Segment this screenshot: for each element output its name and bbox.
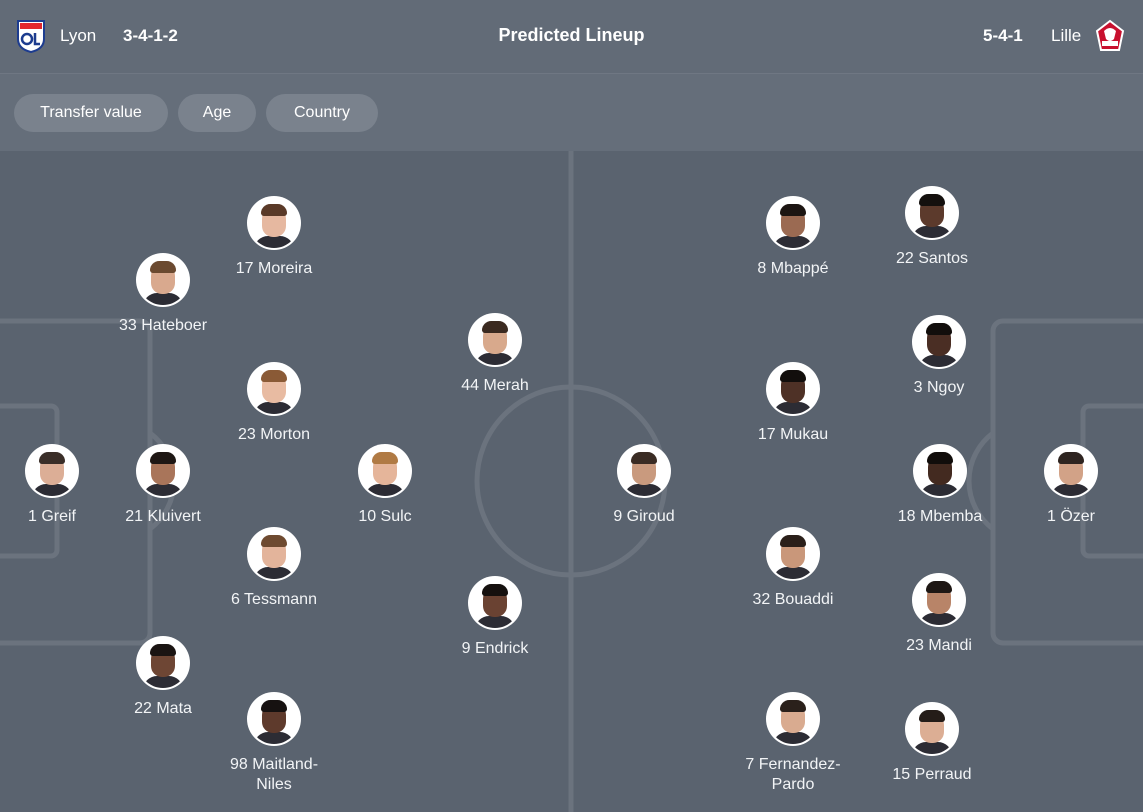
player-label: 3 Ngoy: [913, 379, 965, 396]
home-formation: 3-4-1-2: [123, 26, 178, 45]
player-photo: [768, 694, 818, 744]
player-label: 17 Mukau: [757, 426, 829, 443]
player-label: 33 Hateboer: [118, 317, 208, 334]
player-label: 9 Giroud: [613, 508, 675, 525]
player-photo: [249, 364, 299, 414]
player-photo: [768, 198, 818, 248]
player-photo: [360, 446, 410, 496]
pitch: 17 Moreira 33 Hateboer 23 Morton 1 Greif…: [0, 151, 1143, 812]
player-label: 98 Maitland-Niles: [229, 756, 319, 793]
player-label: 23 Mandi: [906, 637, 972, 654]
player-17-moreira[interactable]: 17 Moreira: [204, 198, 344, 279]
filter-bar: Transfer value Age Country: [0, 74, 1143, 151]
player-98-maitland-niles[interactable]: 98 Maitland-Niles: [219, 694, 329, 795]
match-header: Lyon 3-4-1-2 Predicted Lineup 5-4-1 Lill…: [0, 0, 1143, 74]
player-18-mbemba[interactable]: 18 Mbemba: [870, 446, 1010, 527]
player-photo: [249, 198, 299, 248]
player-17-mukau[interactable]: 17 Mukau: [723, 364, 863, 445]
player-photo: [619, 446, 669, 496]
player-label: 21 Kluivert: [125, 508, 201, 525]
lille-crest-icon: [1095, 19, 1125, 51]
player-label: 10 Sulc: [358, 508, 412, 525]
player-photo: [1046, 446, 1096, 496]
player-23-mandi[interactable]: 23 Mandi: [869, 575, 1009, 656]
player-label: 6 Tessmann: [231, 591, 317, 608]
player-label: 32 Bouaddi: [752, 591, 834, 608]
player-photo: [907, 188, 957, 238]
player-33-hateboer[interactable]: 33 Hateboer: [93, 255, 233, 336]
player-6-tessmann[interactable]: 6 Tessmann: [204, 529, 344, 610]
player-photo: [249, 694, 299, 744]
player-label: 23 Morton: [237, 426, 311, 443]
player-label: 1 Özer: [1046, 508, 1095, 525]
home-team-name: Lyon: [60, 26, 97, 45]
player-21-kluivert[interactable]: 21 Kluivert: [93, 446, 233, 527]
player-photo: [138, 446, 188, 496]
player-9-giroud[interactable]: 9 Giroud: [574, 446, 714, 527]
player-label: 18 Mbemba: [897, 508, 983, 525]
player-photo: [138, 255, 188, 305]
player-label: 44 Merah: [461, 377, 529, 394]
player-label: 9 Endrick: [461, 640, 529, 657]
player-8-mbappe[interactable]: 8 Mbappé: [723, 198, 863, 279]
player-1-ozer[interactable]: 1 Özer: [1017, 446, 1125, 527]
player-10-sulc[interactable]: 10 Sulc: [315, 446, 455, 527]
transfer-value-filter-button[interactable]: Transfer value: [14, 94, 168, 132]
player-photo: [914, 317, 964, 367]
player-1-greif[interactable]: 1 Greif: [0, 446, 122, 527]
player-label: 15 Perraud: [892, 766, 972, 783]
player-photo: [768, 364, 818, 414]
player-3-ngoy[interactable]: 3 Ngoy: [869, 317, 1009, 398]
player-photo: [915, 446, 965, 496]
player-label: 1 Greif: [27, 508, 76, 525]
age-filter-button[interactable]: Age: [178, 94, 256, 132]
player-label: 22 Mata: [134, 700, 192, 717]
country-filter-button[interactable]: Country: [266, 94, 378, 132]
player-44-merah[interactable]: 44 Merah: [425, 315, 565, 396]
player-32-bouaddi[interactable]: 32 Bouaddi: [723, 529, 863, 610]
player-15-perraud[interactable]: 15 Perraud: [862, 704, 1002, 785]
page-title: Predicted Lineup: [498, 25, 645, 45]
player-photo: [914, 575, 964, 625]
away-team-name: Lille: [1051, 26, 1082, 45]
lyon-crest-icon: [17, 20, 45, 53]
player-7-fernandez-pardo[interactable]: 7 Fernandez-Pardo: [738, 694, 848, 795]
away-formation: 5-4-1: [983, 26, 1023, 45]
player-photo: [907, 704, 957, 754]
player-label: 17 Moreira: [235, 260, 313, 277]
player-photo: [27, 446, 77, 496]
player-photo: [138, 638, 188, 688]
player-23-morton[interactable]: 23 Morton: [204, 364, 344, 445]
player-9-endrick[interactable]: 9 Endrick: [425, 578, 565, 659]
player-label: 7 Fernandez-Pardo: [745, 756, 841, 793]
player-photo: [470, 315, 520, 365]
player-22-santos[interactable]: 22 Santos: [862, 188, 1002, 269]
player-photo: [249, 529, 299, 579]
player-photo: [768, 529, 818, 579]
player-label: 8 Mbappé: [757, 260, 829, 277]
player-label: 22 Santos: [895, 250, 969, 267]
player-22-mata[interactable]: 22 Mata: [93, 638, 233, 719]
player-photo: [470, 578, 520, 628]
